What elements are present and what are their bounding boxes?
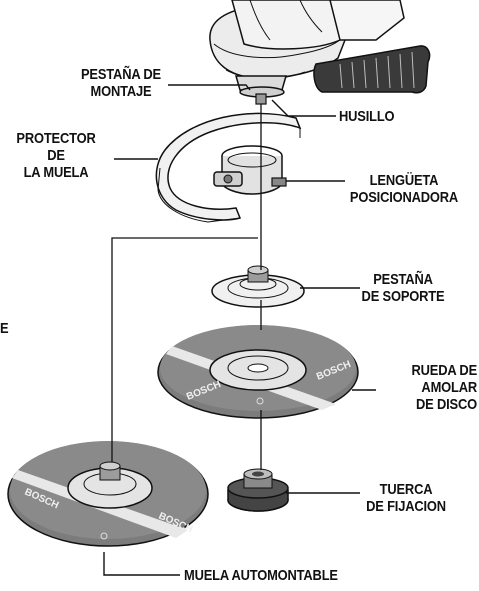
label-lock-nut: TUERCA DE FIJACION: [366, 481, 446, 515]
wheel-guard-illustration: [155, 112, 302, 223]
label-wheel-guard: PROTECTOR DE LA MUELA: [16, 130, 96, 181]
grinding-wheel-illustration: BOSCH BOSCH: [157, 325, 359, 419]
hubbed-wheel-illustration: BOSCH BOSCH: [7, 441, 209, 547]
callout-leaders: [103, 84, 376, 576]
backing-flange-illustration: [211, 265, 305, 308]
label-locating-tab: LENGÜETA POSICIONADORA: [349, 172, 459, 206]
label-backing-flange: PESTAÑA DE SOPORTE: [361, 271, 445, 305]
angle-grinder-illustration: [209, 0, 431, 105]
assembly-axis-lines: [111, 104, 262, 470]
label-spindle: HUSILLO: [339, 108, 395, 125]
label-grinding-wheel: RUEDA DE AMOLAR DE DISCO: [411, 362, 477, 413]
label-mounting-flange: PESTAÑA DE MONTAJE: [80, 66, 161, 100]
label-hubbed-wheel: MUELA AUTOMONTABLE: [184, 567, 338, 584]
label-left-edge-fragment: E: [0, 320, 9, 337]
lock-nut-illustration: [227, 468, 289, 512]
